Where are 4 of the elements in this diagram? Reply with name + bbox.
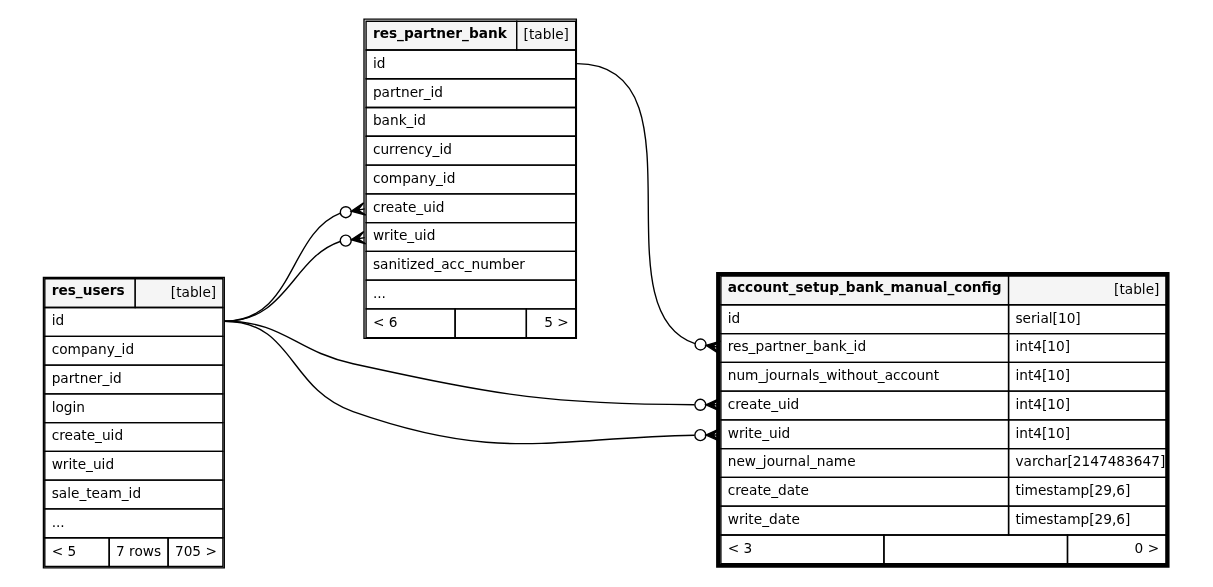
connector [223,320,721,445]
connector [576,63,722,355]
connector [223,230,367,322]
connector [223,202,367,322]
